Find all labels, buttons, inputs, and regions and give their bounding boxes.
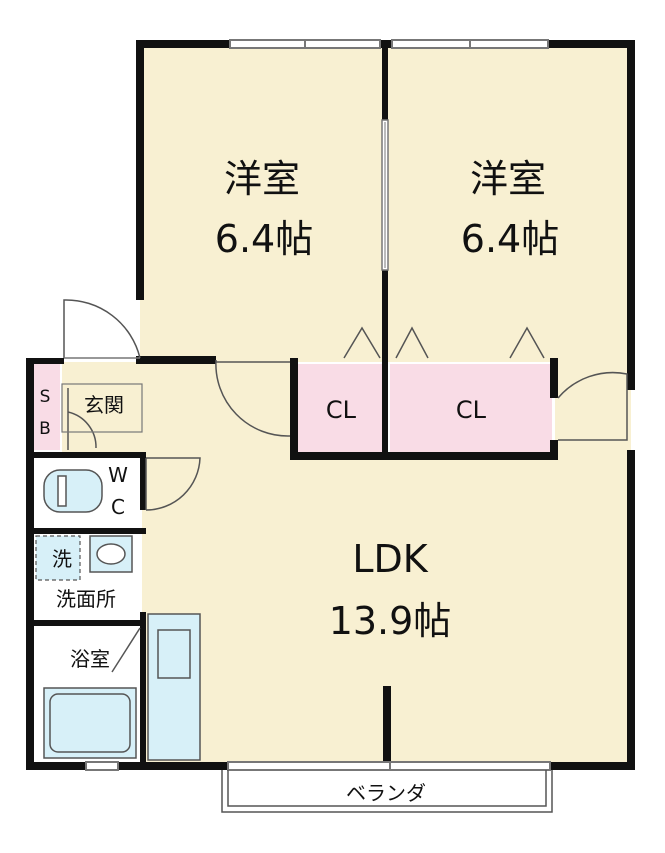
- closet-right-label: CL: [456, 396, 487, 424]
- closet-left-floor: [296, 364, 384, 452]
- western-room-left-name: 洋室: [224, 157, 300, 201]
- closet-left-label: CL: [326, 396, 357, 424]
- western-room-left-size: 6.4帖: [215, 217, 313, 261]
- entrance-step: [61, 383, 143, 433]
- western-room-right-size: 6.4帖: [461, 217, 559, 261]
- entrance-floor: [62, 362, 140, 452]
- kitchen-counter: [147, 613, 201, 761]
- western-room-left-floor: [140, 44, 386, 362]
- closet-doors: [343, 326, 545, 359]
- bathtub-fixture: [43, 687, 137, 759]
- toilet-fixture: [43, 469, 103, 513]
- toilet-label-top: W: [108, 463, 128, 487]
- entrance-label: 玄関: [84, 393, 124, 417]
- bathroom-label: 浴室: [70, 647, 110, 671]
- washroom-label: 洗面所: [56, 587, 116, 611]
- western-room-right-name: 洋室: [470, 157, 546, 201]
- western-room-right-floor: [386, 44, 631, 362]
- windows: [85, 39, 551, 771]
- shoe-box-label-bottom: B: [39, 419, 51, 439]
- closet-right-floor: [390, 364, 552, 452]
- balcony-label: ベランダ: [346, 781, 426, 805]
- laundry-space: [35, 535, 81, 581]
- ldk-size: 13.9帖: [329, 599, 452, 643]
- sliding-partition: [381, 119, 389, 271]
- doors: [63, 299, 628, 511]
- shoe-box-floor: [30, 364, 60, 450]
- laundry-label: 洗: [52, 547, 72, 571]
- sink-fixture: [89, 535, 133, 573]
- ldk-floor: [140, 362, 631, 766]
- balcony-outline: [221, 770, 553, 813]
- bathroom-door: [111, 627, 141, 673]
- toilet-label-bottom: C: [111, 495, 125, 519]
- ldk-name: LDK: [352, 537, 428, 581]
- shoe-box-label-top: S: [40, 387, 51, 407]
